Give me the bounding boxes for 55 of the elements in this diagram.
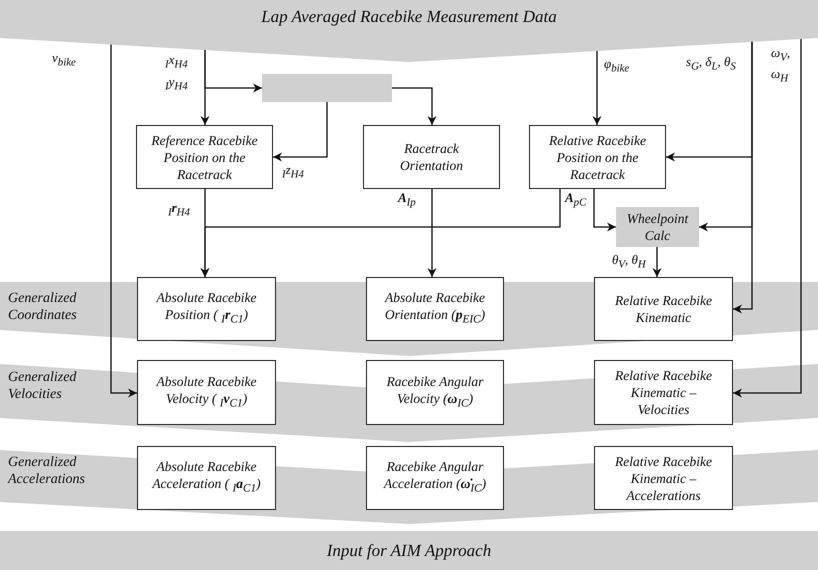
chevron-band — [0, 531, 818, 570]
process-box — [366, 277, 504, 341]
edge-label: $_{I}$z$_{H4}$ — [282, 162, 304, 183]
box-text: Relative Racebike Kinematic — [614, 292, 714, 326]
process-box — [137, 360, 276, 425]
edge-label: $_{I}$r$_{H4}$ — [168, 200, 190, 221]
box-text: Racetrack Orientation — [399, 140, 464, 174]
arrow — [273, 102, 328, 162]
box-text: Relative Racebike Kinematic – Velocities — [614, 367, 714, 418]
arrow — [110, 44, 137, 398]
band-label: Generalized Velocities — [8, 369, 108, 403]
process-box — [262, 74, 392, 102]
arrow — [592, 50, 602, 125]
edge-label: s$_{G}$, δ$_{L}$, θ$_{S}$ — [686, 54, 736, 75]
box-text: Absolute Racebike Orientation (p$_{EIC}$) — [383, 289, 486, 328]
arrow — [733, 42, 753, 314]
edge-label: φ$_{bike}$ — [604, 56, 630, 77]
arrow — [392, 87, 436, 125]
edge-label: $_{I}$y$_{H4}$ — [165, 74, 188, 95]
process-box — [366, 446, 504, 510]
box-text: Absolute Racebike Acceleration ( $_{I}$a$_{C1}$) — [150, 458, 262, 497]
edge-label: ω$_{V}$, ω$_{H}$ — [771, 45, 792, 86]
band-label: Lap Averaged Racebike Measurement Data — [260, 6, 558, 28]
box-text: Reference Racebike Position on the Racetrack — [150, 132, 259, 182]
box-text: Absolute Racebike Position ( $_{I}$r$_{C1}$) — [154, 289, 258, 328]
box-text: Wheelpoint Calc — [626, 210, 690, 244]
edge-label: A$_{pC}$ — [565, 190, 586, 211]
arrow — [733, 39, 802, 398]
process-box — [363, 125, 500, 189]
edge-label: $_{I}$x$_{H4}$ — [165, 52, 188, 73]
arrow — [652, 247, 662, 277]
box-text: Racebike Angular Velocity (ω$_{IC}$) — [386, 372, 484, 412]
arrow — [200, 189, 561, 277]
edge-label: A$_{Ip}$ — [398, 190, 416, 211]
process-box — [594, 360, 733, 425]
box-text: Absolute Racebike Velocity ( $_{I}$v$_{C1}$) — [154, 372, 258, 412]
process-box — [137, 446, 276, 510]
arrow — [204, 50, 262, 92]
arrow — [593, 189, 616, 232]
process-box — [137, 277, 276, 341]
process-box — [529, 125, 666, 189]
process-box — [136, 125, 273, 189]
process-box — [594, 277, 733, 341]
band-label: Generalized Coordinates — [8, 290, 104, 324]
arrow — [428, 189, 436, 277]
process-box — [594, 446, 733, 510]
edge-label: θ$_{V}$, θ$_{H}$ — [612, 252, 646, 273]
edge-label: v$_{bike}$ — [52, 50, 76, 71]
box-text: Relative Racebike Position on the Racetrack — [548, 132, 648, 182]
box-text: Relative Racebike Kinematic – Accelerations — [614, 452, 714, 504]
box-text: Racebike Angular Acceleration (ω̇$_{IC}$) — [382, 458, 488, 497]
process-box — [616, 207, 699, 247]
band-label: Input for AIM Approach — [326, 540, 492, 562]
band-label: Generalized Accelerations — [8, 454, 108, 488]
process-box — [366, 360, 504, 425]
